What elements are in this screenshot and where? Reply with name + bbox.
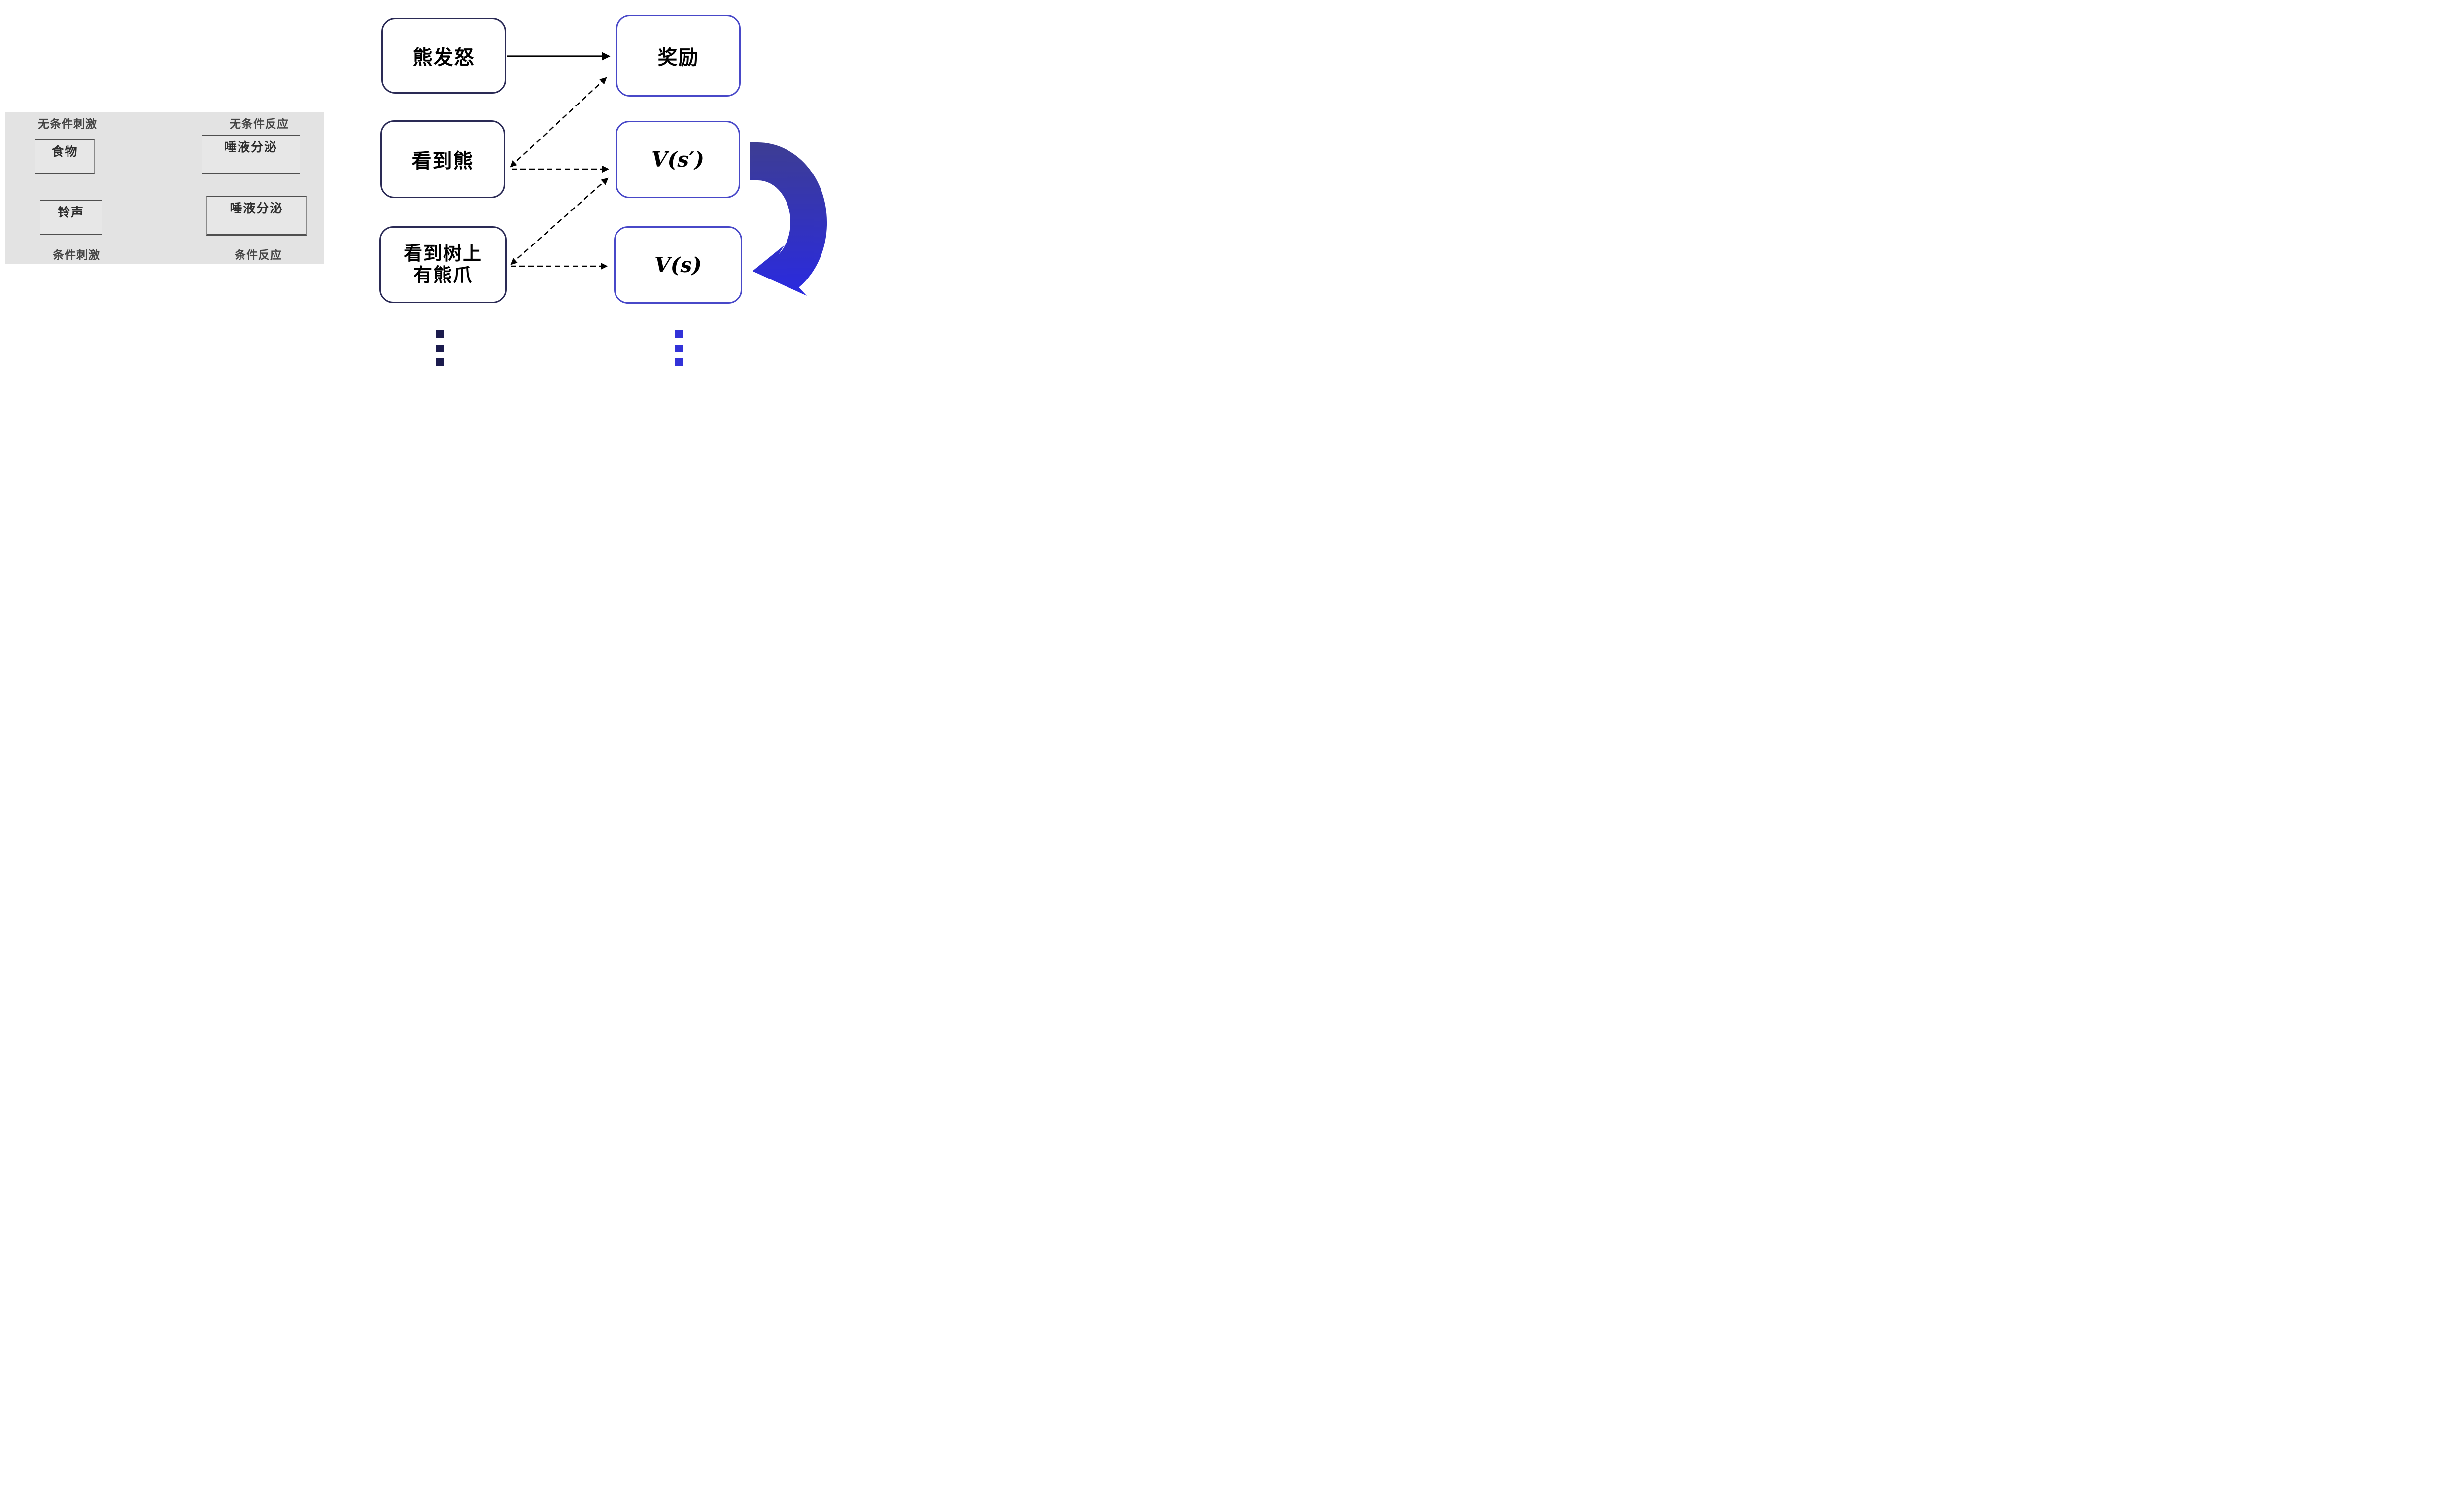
diagram-graphics-layer xyxy=(95,52,827,366)
label-conditioned-response: 条件反应 xyxy=(235,249,282,262)
salivation-bottom-box: 唾液分泌 xyxy=(206,196,307,236)
bear-rage-node: 熊发怒 xyxy=(381,18,506,94)
bell-box: 铃声 xyxy=(40,200,102,235)
value-current-state-node: V(s) xyxy=(614,226,742,304)
pavlov-panel: 无条件刺激 无条件反应 食物 唾液分泌 铃声 唾液分泌 条件刺激 条件反应 xyxy=(5,112,324,264)
label-unconditioned-response: 无条件反应 xyxy=(230,118,289,131)
food-box: 食物 xyxy=(35,139,95,174)
dashed-arrow-see-claws-to-value-next xyxy=(510,177,609,265)
see-bear-node: 看到熊 xyxy=(380,120,505,198)
salivation-top-box: 唾液分泌 xyxy=(202,135,300,174)
dashed-arrow-see-bear-to-reward xyxy=(510,77,607,168)
classical-conditioning-vs-td-learning-diagram: 无条件刺激 无条件反应 食物 唾液分泌 铃声 唾液分泌 条件刺激 条件反应 熊发… xyxy=(0,0,827,375)
label-unconditioned-stimulus: 无条件刺激 xyxy=(38,118,97,131)
ellipsis-dots-left xyxy=(436,330,444,366)
loop-arrow-icon xyxy=(750,142,827,296)
label-conditioned-stimulus: 条件刺激 xyxy=(53,249,100,262)
see-claws-node: 看到树上 有熊爪 xyxy=(379,226,507,303)
reward-node: 奖励 xyxy=(616,15,741,97)
value-next-state-node: V(s′) xyxy=(616,121,740,198)
ellipsis-dots-right xyxy=(675,330,683,366)
